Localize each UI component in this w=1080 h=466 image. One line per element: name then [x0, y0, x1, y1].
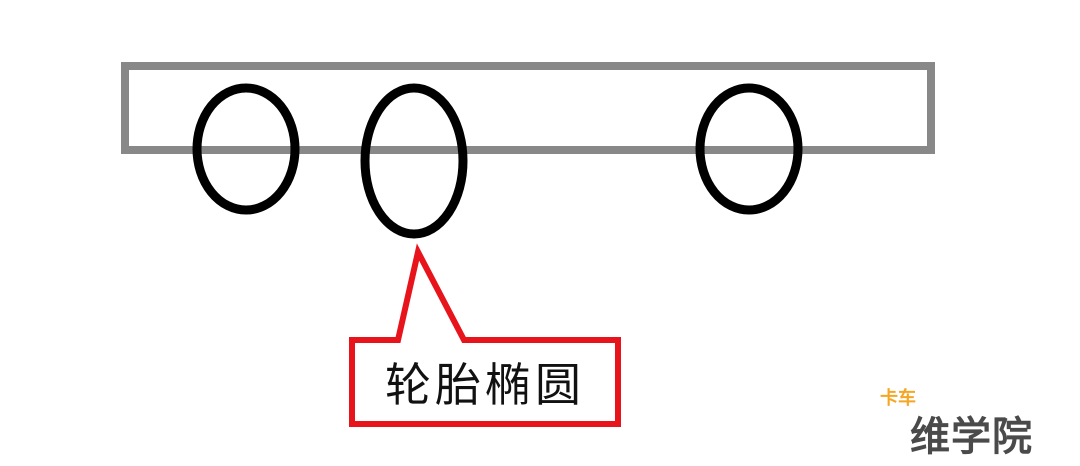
tire-1: [192, 83, 300, 215]
tire-3: [695, 83, 803, 215]
tire-2-elliptical: [360, 83, 468, 239]
callout-label: 轮胎椭圆: [385, 358, 585, 412]
watermark-brand-large: 维学院: [910, 414, 1033, 460]
watermark-brand-small: 卡车: [880, 388, 916, 409]
vehicle-frame: [121, 62, 935, 154]
callout-box: [349, 243, 621, 427]
